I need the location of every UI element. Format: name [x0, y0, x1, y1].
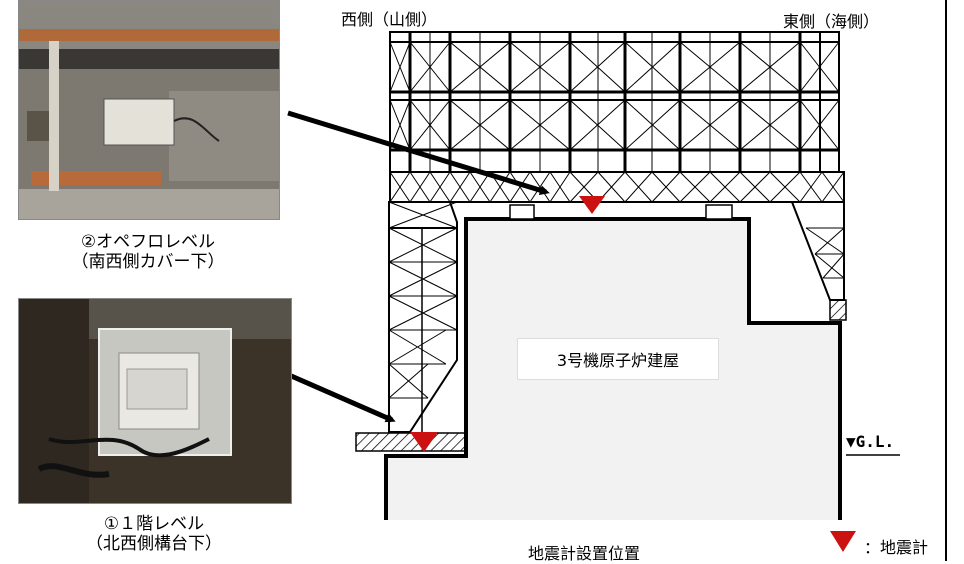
diagram-title: 地震計設置位置 [528, 544, 641, 563]
roof-supports [509, 204, 733, 220]
ground-slab [355, 432, 467, 452]
photo-first-floor [18, 298, 292, 504]
ground-level-label: ▼G.L. [846, 432, 895, 451]
west-support-tower [388, 201, 458, 433]
photo-operation-floor [18, 0, 280, 220]
arrow-to-first-floor [287, 372, 396, 423]
cover-truss-upper [389, 31, 840, 173]
seismometer-marker-operation-floor [579, 196, 605, 214]
building-label-text: 3号機原子炉建屋 [556, 351, 680, 370]
seismometer-marker-first-floor [410, 432, 438, 452]
west-side-label: 西側（山側） [341, 10, 438, 29]
photo-first-floor-caption: ①１階レベル （北西側構台下） [86, 514, 222, 554]
arrow-to-operation-floor [287, 110, 550, 196]
legend-seismometer-icon [830, 531, 856, 552]
cover-base-girder [389, 171, 845, 203]
legend-text: ：地震計 [864, 538, 929, 557]
east-side-label: 東側（海側） [783, 12, 880, 31]
right-border-rule [945, 0, 947, 561]
building-label: 3号機原子炉建屋 [517, 338, 719, 380]
east-support-strut [790, 201, 847, 321]
photo-operation-floor-caption: ②オペフロレベル （南西側カバー下） [71, 232, 225, 272]
